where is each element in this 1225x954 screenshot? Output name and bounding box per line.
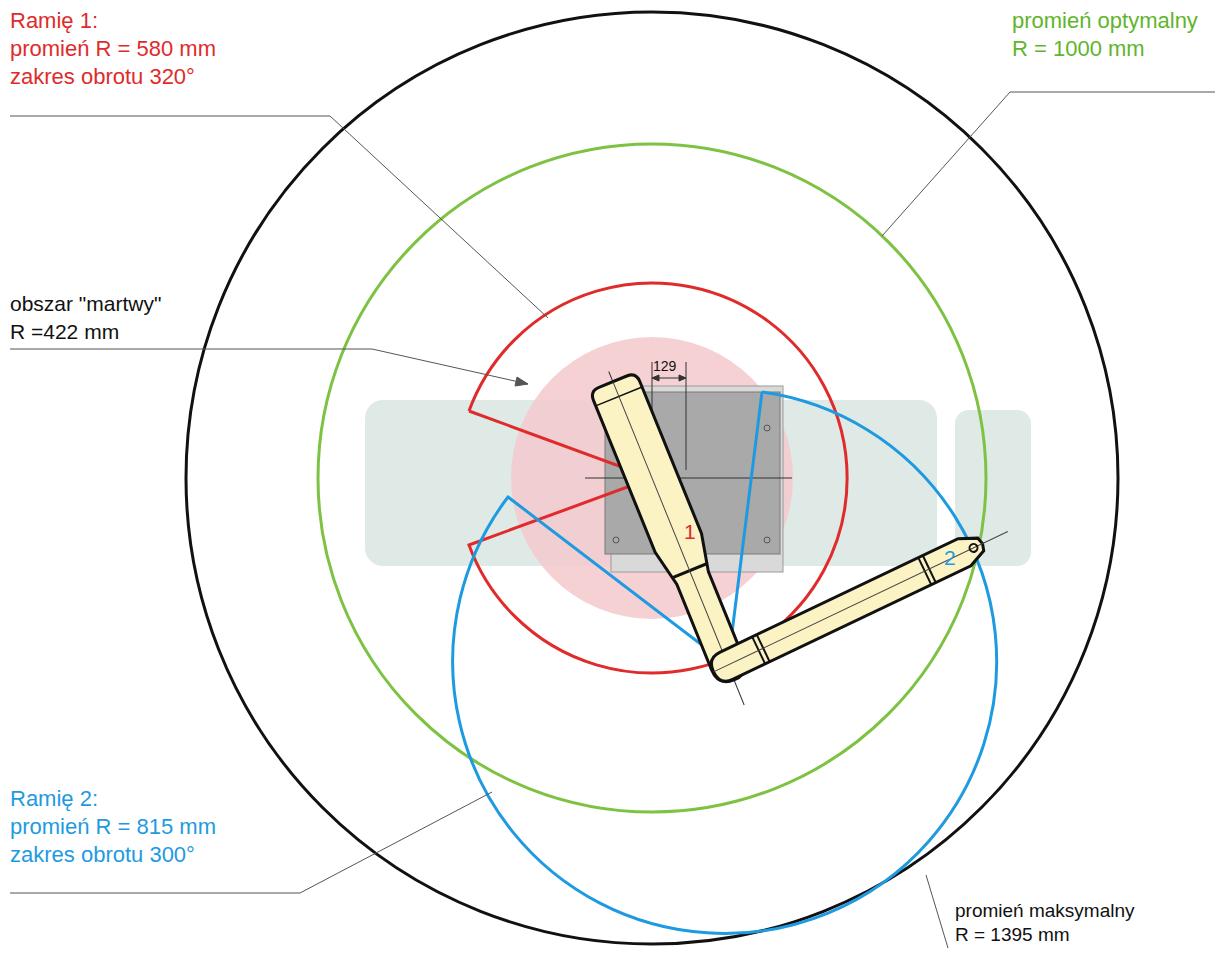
optimal-radius-circle: [318, 144, 986, 812]
callout-number: 1: [684, 520, 696, 544]
arm-label: zakres obrotu 320°: [10, 64, 195, 89]
arm-2: [707, 518, 1014, 685]
zone-label: obszar "martwy": [10, 292, 161, 316]
radius-label: R = 1000 mm: [1012, 36, 1145, 61]
dimension: 129: [653, 358, 676, 374]
arm-label: zakres obrotu 300°: [10, 842, 195, 867]
callout-number: 2: [944, 546, 956, 570]
arm-label: Ramię 2:: [10, 786, 98, 811]
arm-label: Ramię 1:: [10, 8, 98, 33]
arm2-range: [453, 392, 997, 933]
radius-label: promień optymalny: [1012, 8, 1198, 33]
radius-label: R = 1395 mm: [955, 924, 1070, 946]
leader-lines: [10, 92, 1215, 948]
arm-label: promień R = 815 mm: [10, 814, 216, 839]
radius-label: promień maksymalny: [955, 900, 1135, 922]
zone-label: R =422 mm: [10, 320, 119, 344]
max-radius-circle: [186, 12, 1118, 944]
arm-label: promień R = 580 mm: [10, 36, 216, 61]
